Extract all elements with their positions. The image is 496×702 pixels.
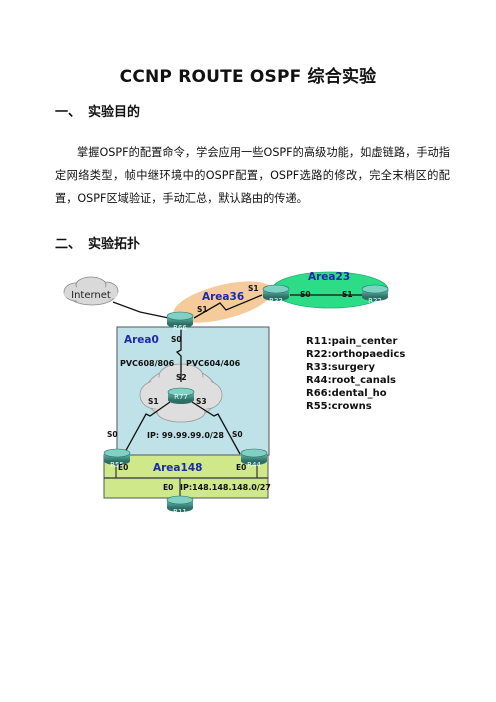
internet-label: Internet [71, 290, 111, 301]
router-label-r77: R77 [174, 393, 188, 401]
router-r33 [262, 284, 290, 301]
if-r77-s3: S3 [196, 397, 207, 406]
area36-region [173, 281, 273, 323]
section-title: 实验目的 [88, 105, 141, 120]
section-number: 一、 [55, 105, 82, 120]
if-area23-s0: S0 [300, 290, 311, 299]
if-r66-s1: S1 [197, 305, 208, 314]
legend-entry: R22:orthopaedics [306, 349, 405, 360]
legend-entry: R11:pain_center [306, 336, 397, 347]
link-internet-r66 [112, 301, 179, 321]
section-title: 实验拓扑 [88, 237, 141, 252]
router-label-r55: R55 [110, 461, 124, 469]
if-r77-s1: S1 [148, 397, 159, 406]
router-label-r33: R33 [269, 297, 283, 305]
router-r11 [166, 495, 194, 512]
page-title: CCNP ROUTE OSPF 综合实验 [119, 67, 377, 87]
section-heading-topology: 二、实验拓扑 [55, 233, 140, 252]
router-label-r66: R66 [173, 324, 187, 332]
router-r22 [361, 284, 389, 301]
router-r66 [166, 311, 194, 328]
link-r77-r55 [123, 401, 171, 455]
router-r44 [240, 448, 268, 465]
pvc-right-label: PVC604/406 [186, 359, 241, 368]
section-heading-purpose: 一、实验目的 [55, 101, 140, 120]
pvc-left-label: PVC608/806 [120, 359, 175, 368]
legend-entry: R44:root_canals [306, 375, 396, 386]
if-r44-e0: E0 [236, 463, 246, 472]
router-r55 [103, 448, 131, 465]
legend-entry: R33:surgery [306, 362, 375, 373]
if-r55-e0: E0 [118, 463, 128, 472]
router-label-r44: R44 [247, 461, 261, 469]
router-label-r11: R11 [173, 508, 187, 516]
if-r77-s2: S2 [176, 373, 187, 382]
area23-label: Area23 [308, 271, 350, 283]
purpose-paragraph: 掌握OSPF的配置命令，学会应用一些OSPF的高级功能，如虚链路，手动指定网络类… [55, 146, 450, 205]
frame-relay-ip-label: IP: 99.99.99.0/28 [147, 431, 224, 440]
if-r66-s0: S0 [171, 335, 182, 344]
router-label-r22: R22 [368, 297, 382, 305]
link-r66-r77 [175, 329, 182, 382]
link-r77-r44 [191, 401, 241, 455]
section-number: 二、 [55, 237, 82, 252]
link-r66-r33 [193, 294, 263, 319]
if-r55-s0: S0 [107, 430, 118, 439]
area0-label: Area0 [124, 334, 159, 346]
if-r22-s1: S1 [342, 290, 353, 299]
legend-entry: R55:crowns [306, 401, 372, 412]
lan-ip-label: IP:148.148.148.0/27 [180, 483, 271, 492]
area148-label: Area148 [153, 462, 202, 474]
router-r77 [167, 387, 195, 404]
area36-label: Area36 [202, 291, 244, 303]
if-r11-e0: E0 [163, 483, 173, 492]
if-r33-s1: S1 [248, 284, 259, 293]
legend-entry: R66:dental_ho [306, 388, 387, 399]
if-r44-s0: S0 [232, 430, 243, 439]
internet-cloud [63, 276, 119, 306]
